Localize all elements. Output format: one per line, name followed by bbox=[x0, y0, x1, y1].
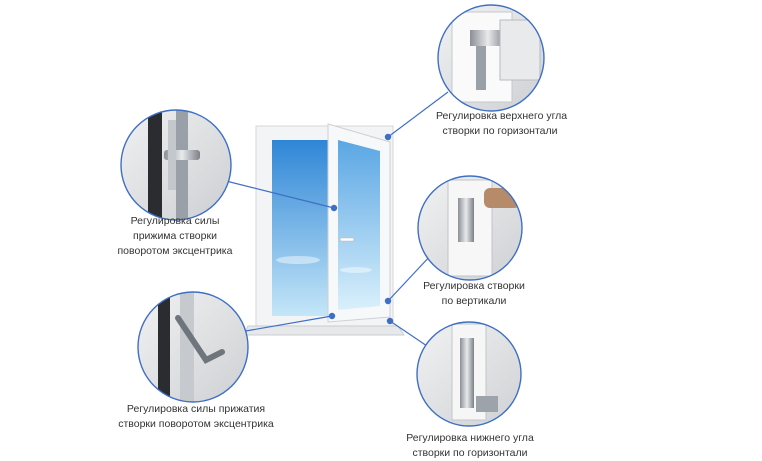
window-illustration bbox=[243, 123, 405, 336]
callout-top-corner: Регулировка верхнего угла створки по гор… bbox=[436, 109, 568, 139]
fixed-pane-glass bbox=[272, 140, 328, 316]
window-handle-icon bbox=[339, 237, 355, 242]
dot-top-corner bbox=[384, 133, 392, 141]
dot-clamp-lower bbox=[328, 312, 336, 320]
callout-line: прижима створки bbox=[133, 230, 217, 242]
callout-line: створки по горизонтали bbox=[412, 447, 528, 459]
connector-clamp-lower bbox=[239, 315, 333, 333]
dot-vertical bbox=[384, 297, 392, 305]
connector-dots bbox=[328, 133, 394, 325]
callout-line: Регулировка створки bbox=[423, 280, 525, 292]
callout-line: поворотом эксцентрика bbox=[117, 245, 233, 257]
hinge-vertical-icon bbox=[458, 198, 474, 242]
connector-clamp-upper bbox=[221, 179, 335, 209]
callout-line: Регулировка верхнего угла bbox=[436, 110, 568, 122]
callout-line: по вертикали bbox=[441, 295, 507, 307]
detail-clamp-force-lower bbox=[137, 291, 249, 403]
sash-glass bbox=[338, 140, 380, 310]
dot-bottom-corner bbox=[386, 317, 394, 325]
connector-top-corner bbox=[387, 91, 449, 138]
callout-vertical: Регулировка створки по вертикали bbox=[412, 279, 536, 309]
connector-lines bbox=[221, 91, 449, 349]
hex-key-icon bbox=[175, 315, 225, 364]
callout-line: створки по горизонтали bbox=[442, 125, 558, 137]
detail-vertical bbox=[417, 175, 523, 281]
hinge-top-icon bbox=[470, 30, 506, 46]
callout-clamp-force-upper: Регулировка силы прижима створки поворот… bbox=[110, 214, 240, 259]
callout-line: створки поворотом эксцентрика bbox=[118, 418, 274, 430]
callout-line: Регулировка силы bbox=[130, 215, 220, 227]
connector-bottom-corner bbox=[389, 320, 431, 349]
detail-top-corner bbox=[437, 4, 545, 112]
callout-line: Регулировка нижнего угла bbox=[406, 432, 534, 444]
callout-bottom-corner: Регулировка нижнего угла створки по гори… bbox=[402, 431, 538, 461]
detail-bottom-corner bbox=[416, 321, 522, 427]
dot-clamp-upper bbox=[330, 204, 338, 212]
detail-clamp-force-upper bbox=[120, 109, 232, 221]
hinge-bottom-icon bbox=[460, 338, 474, 408]
callout-clamp-force-lower: Регулировка силы прижатия створки поворо… bbox=[112, 402, 280, 432]
callout-line: Регулировка силы прижатия bbox=[126, 403, 266, 415]
connector-vertical bbox=[387, 253, 433, 302]
